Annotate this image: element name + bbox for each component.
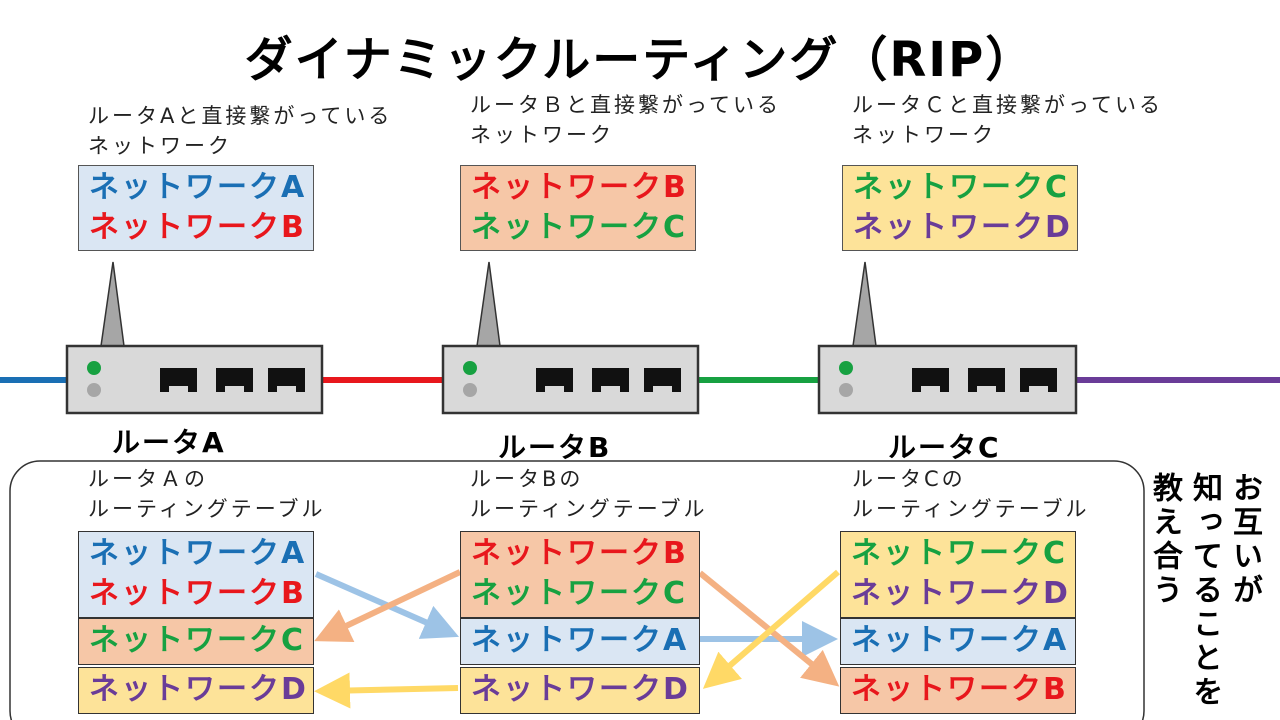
status-led-icon: [87, 361, 101, 375]
network-a-label: ネットワークA: [89, 536, 307, 571]
router-b-connected-box: ネットワークB ネットワークC: [460, 165, 696, 251]
network-d-label: ネットワークD: [853, 210, 1072, 245]
status-led-icon: [839, 361, 853, 375]
router-b-table-learned-a: ネットワークA: [460, 618, 700, 665]
router-a-table-own: ネットワークA ネットワークB: [78, 531, 314, 618]
network-d-label: ネットワークD: [851, 576, 1070, 611]
network-a-label: ネットワークA: [89, 170, 307, 205]
caption-line: ルーティングテーブル: [852, 497, 1090, 521]
router-b-label: ルータB: [498, 431, 612, 464]
status-led-icon: [87, 383, 101, 397]
router-c-table-caption: ルータCの ルーティングテーブル: [852, 464, 1089, 524]
network-c-label: ネットワークC: [853, 170, 1070, 205]
network-b-label: ネットワークB: [89, 576, 306, 611]
router-b-table-own: ネットワークB ネットワークC: [460, 531, 700, 618]
router-c-table-own: ネットワークC ネットワークD: [840, 531, 1076, 618]
router-c-connected-box: ネットワークC ネットワークD: [842, 165, 1078, 251]
router-a-table-learned-d: ネットワークD: [78, 667, 314, 714]
caption-line: ネットワーク: [852, 123, 996, 147]
caption-line: ルータＡの: [88, 467, 208, 491]
status-led-icon: [839, 383, 853, 397]
side-note-line: 知ってることを: [1187, 472, 1222, 710]
status-led-icon: [463, 361, 477, 375]
router-c-table-learned-a: ネットワークA: [840, 618, 1076, 665]
router-a-icon: [65, 261, 324, 415]
router-c-connected-caption: ルータＣと直接繋がっている ネットワーク: [852, 90, 1163, 150]
arrow-network-b-to-c: [698, 570, 840, 687]
router-b-connected-caption: ルータＢと直接繋がっている ネットワーク: [470, 90, 781, 150]
router-b-table-caption: ルータBの ルーティングテーブル: [470, 464, 707, 524]
router-a-table-learned-c: ネットワークC: [78, 618, 314, 665]
caption-line: ルーティングテーブル: [470, 497, 708, 521]
router-a-connected-box: ネットワークA ネットワークB: [78, 165, 314, 251]
arrow-network-d-to-a: [314, 672, 459, 709]
antenna-icon: [476, 261, 501, 347]
status-led-icon: [463, 383, 477, 397]
side-note: お互いが 知ってることを 教え合う: [1144, 472, 1264, 717]
page-title: ダイナミックルーティング（RIP）: [244, 32, 1036, 88]
network-b-label: ネットワークB: [471, 536, 688, 571]
network-b-label: ネットワークB: [89, 210, 306, 245]
router-b-icon: [441, 261, 700, 415]
router-a-label: ルータA: [112, 426, 226, 459]
network-c-label: ネットワークC: [851, 536, 1068, 571]
caption-line: ネットワーク: [88, 134, 232, 158]
router-c-label: ルータC: [888, 431, 1001, 464]
router-c-table-learned-b: ネットワークB: [840, 667, 1076, 714]
router-a-table-caption: ルータＡの ルーティングテーブル: [88, 464, 325, 524]
router-b-table-learned-d: ネットワークD: [460, 667, 700, 714]
caption-line: ルータAと直接繋がっている: [88, 104, 393, 128]
router-c-icon: [817, 261, 1078, 415]
caption-line: ネットワーク: [470, 123, 614, 147]
side-note-line: お互いが: [1227, 472, 1262, 608]
caption-line: ルータBの: [470, 467, 584, 491]
network-c-label: ネットワークC: [471, 576, 688, 611]
caption-line: ルーティングテーブル: [88, 497, 326, 521]
network-b-label: ネットワークB: [471, 170, 688, 205]
arrow-network-a-to-b: [314, 571, 459, 639]
side-note-line: 教え合う: [1147, 472, 1182, 608]
caption-line: ルータCの: [852, 467, 966, 491]
caption-line: ルータＢと直接繋がっている: [470, 93, 781, 117]
antenna-icon: [100, 261, 125, 347]
caption-line: ルータＣと直接繋がっている: [852, 93, 1163, 117]
router-a-connected-caption: ルータAと直接繋がっている ネットワーク: [88, 101, 392, 161]
network-c-label: ネットワークC: [471, 210, 688, 245]
arrow-network-c-to-a: [314, 569, 462, 642]
arrow-network-d-to-b: [702, 569, 840, 689]
routing-table-panel: [9, 460, 1145, 720]
antenna-icon: [852, 261, 877, 347]
